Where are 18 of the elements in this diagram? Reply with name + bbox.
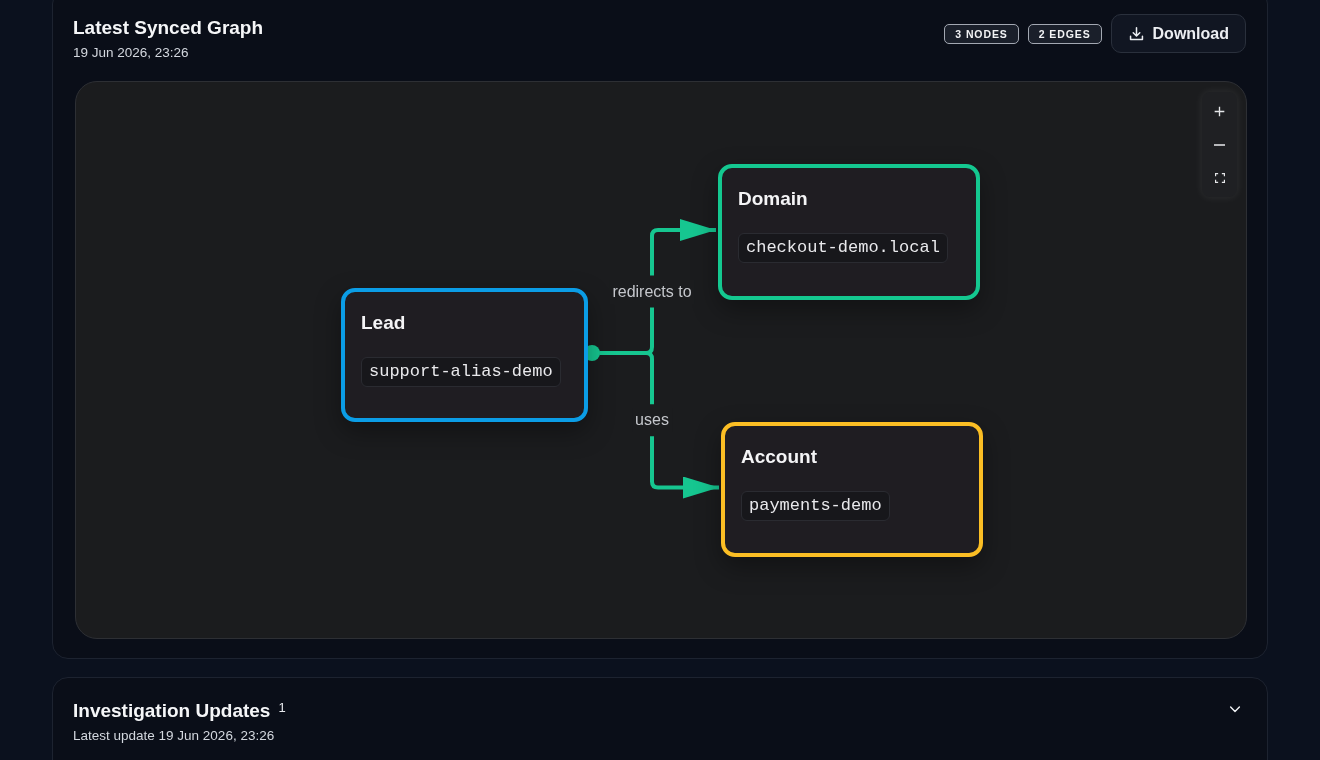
entity-value: payments-demo <box>741 491 890 521</box>
entity-node <box>341 288 588 422</box>
section-title: Investigation Updates <box>73 699 271 723</box>
entity-value: checkout-demo.local <box>738 233 948 263</box>
entity-type: Lead <box>361 311 406 335</box>
entity-value: support-alias-demo <box>361 357 561 387</box>
count-badge: 3 NODES <box>944 23 1019 44</box>
entity-type: Account <box>741 445 817 469</box>
timestamp-text: Latest update 19 Jun 2026, 23:26 <box>73 727 275 745</box>
timestamp-text: 19 Jun 2026, 23:26 <box>73 44 189 62</box>
download-button: Download <box>1110 14 1246 53</box>
section-panel <box>52 0 1268 659</box>
section-title: Latest Synced Graph <box>73 16 264 40</box>
update-count: 1 <box>278 700 286 716</box>
entity-type: Domain <box>738 187 808 211</box>
entity-node <box>721 422 983 557</box>
entity-node <box>718 164 980 300</box>
connector-arrow <box>597 351 721 499</box>
